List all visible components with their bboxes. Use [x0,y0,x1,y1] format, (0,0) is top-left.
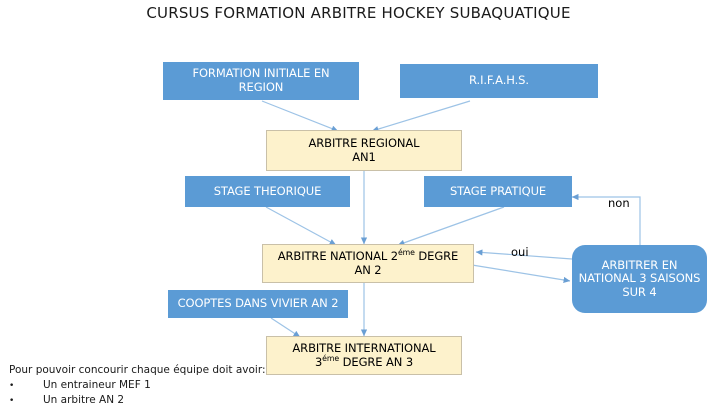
node-stage-theorique[interactable]: STAGE THEORIQUE [185,176,350,207]
edge-label-oui: oui [511,245,529,259]
page-title: CURSUS FORMATION ARBITRE HOCKEY SUBAQUAT… [146,4,571,22]
list-item: • Un arbitre AN 2 [9,394,151,406]
node-rifahs[interactable]: R.I.F.A.H.S. [400,64,598,98]
node-arbitrer-national[interactable]: ARBITRER EN NATIONAL 3 SAISONS SUR 4 [572,245,707,313]
node-stage-pratique[interactable]: STAGE PRATIQUE [424,176,572,207]
node-stage-theorique-label: STAGE THEORIQUE [213,183,322,198]
node-stage-pratique-label: STAGE PRATIQUE [449,183,547,198]
node-cooptes-vivier-label: COOPTES DANS VIVIER AN 2 [177,296,339,311]
bullet-icon: • [9,381,15,391]
node-arbitre-national-line2: AN 2 [354,262,382,277]
node-formation-initiale-line1: FORMATION INITIALE EN [192,66,330,81]
node-arbitre-national-line1: ARBITRE NATIONAL 2éme DEGRE [277,248,459,263]
node-arbitre-international-line2: 3éme DEGRE AN 3 [314,353,414,369]
node-arbitre-international-line1: ARBITRE INTERNATIONAL [292,340,436,355]
node-arbitrer-national-line1: ARBITRER EN [601,257,678,272]
node-arbitre-international[interactable]: ARBITRE INTERNATIONAL 3éme DEGRE AN 3 [266,336,462,375]
note-bullet-list: • Un entraineur MEF 1 • Un arbitre AN 2 [9,379,151,409]
edge-label-non: non [608,196,630,210]
list-item: • Un entraineur MEF 1 [9,379,151,391]
node-arbitre-regional-line2: AN1 [352,149,376,164]
node-arbitre-national[interactable]: ARBITRE NATIONAL 2éme DEGRE AN 2 [262,244,474,283]
node-formation-initiale-line2: REGION [238,80,284,94]
node-rifahs-label: R.I.F.A.H.S. [469,73,529,88]
list-item-label: Un arbitre AN 2 [43,394,125,406]
node-arbitre-regional[interactable]: ARBITRE REGIONAL AN1 [266,130,462,171]
node-cooptes-vivier[interactable]: COOPTES DANS VIVIER AN 2 [168,290,348,318]
node-arbitrer-national-line2: NATIONAL 3 SAISONS [578,271,701,286]
node-arbitre-regional-line1: ARBITRE REGIONAL [308,135,420,150]
node-formation-initiale[interactable]: FORMATION INITIALE EN REGION [163,62,359,100]
list-item-label: Un entraineur MEF 1 [43,379,151,391]
bullet-icon: • [9,396,15,406]
node-arbitrer-national-line3: SUR 4 [622,284,657,299]
note-heading: Pour pouvoir concourir chaque équipe doi… [9,364,266,376]
